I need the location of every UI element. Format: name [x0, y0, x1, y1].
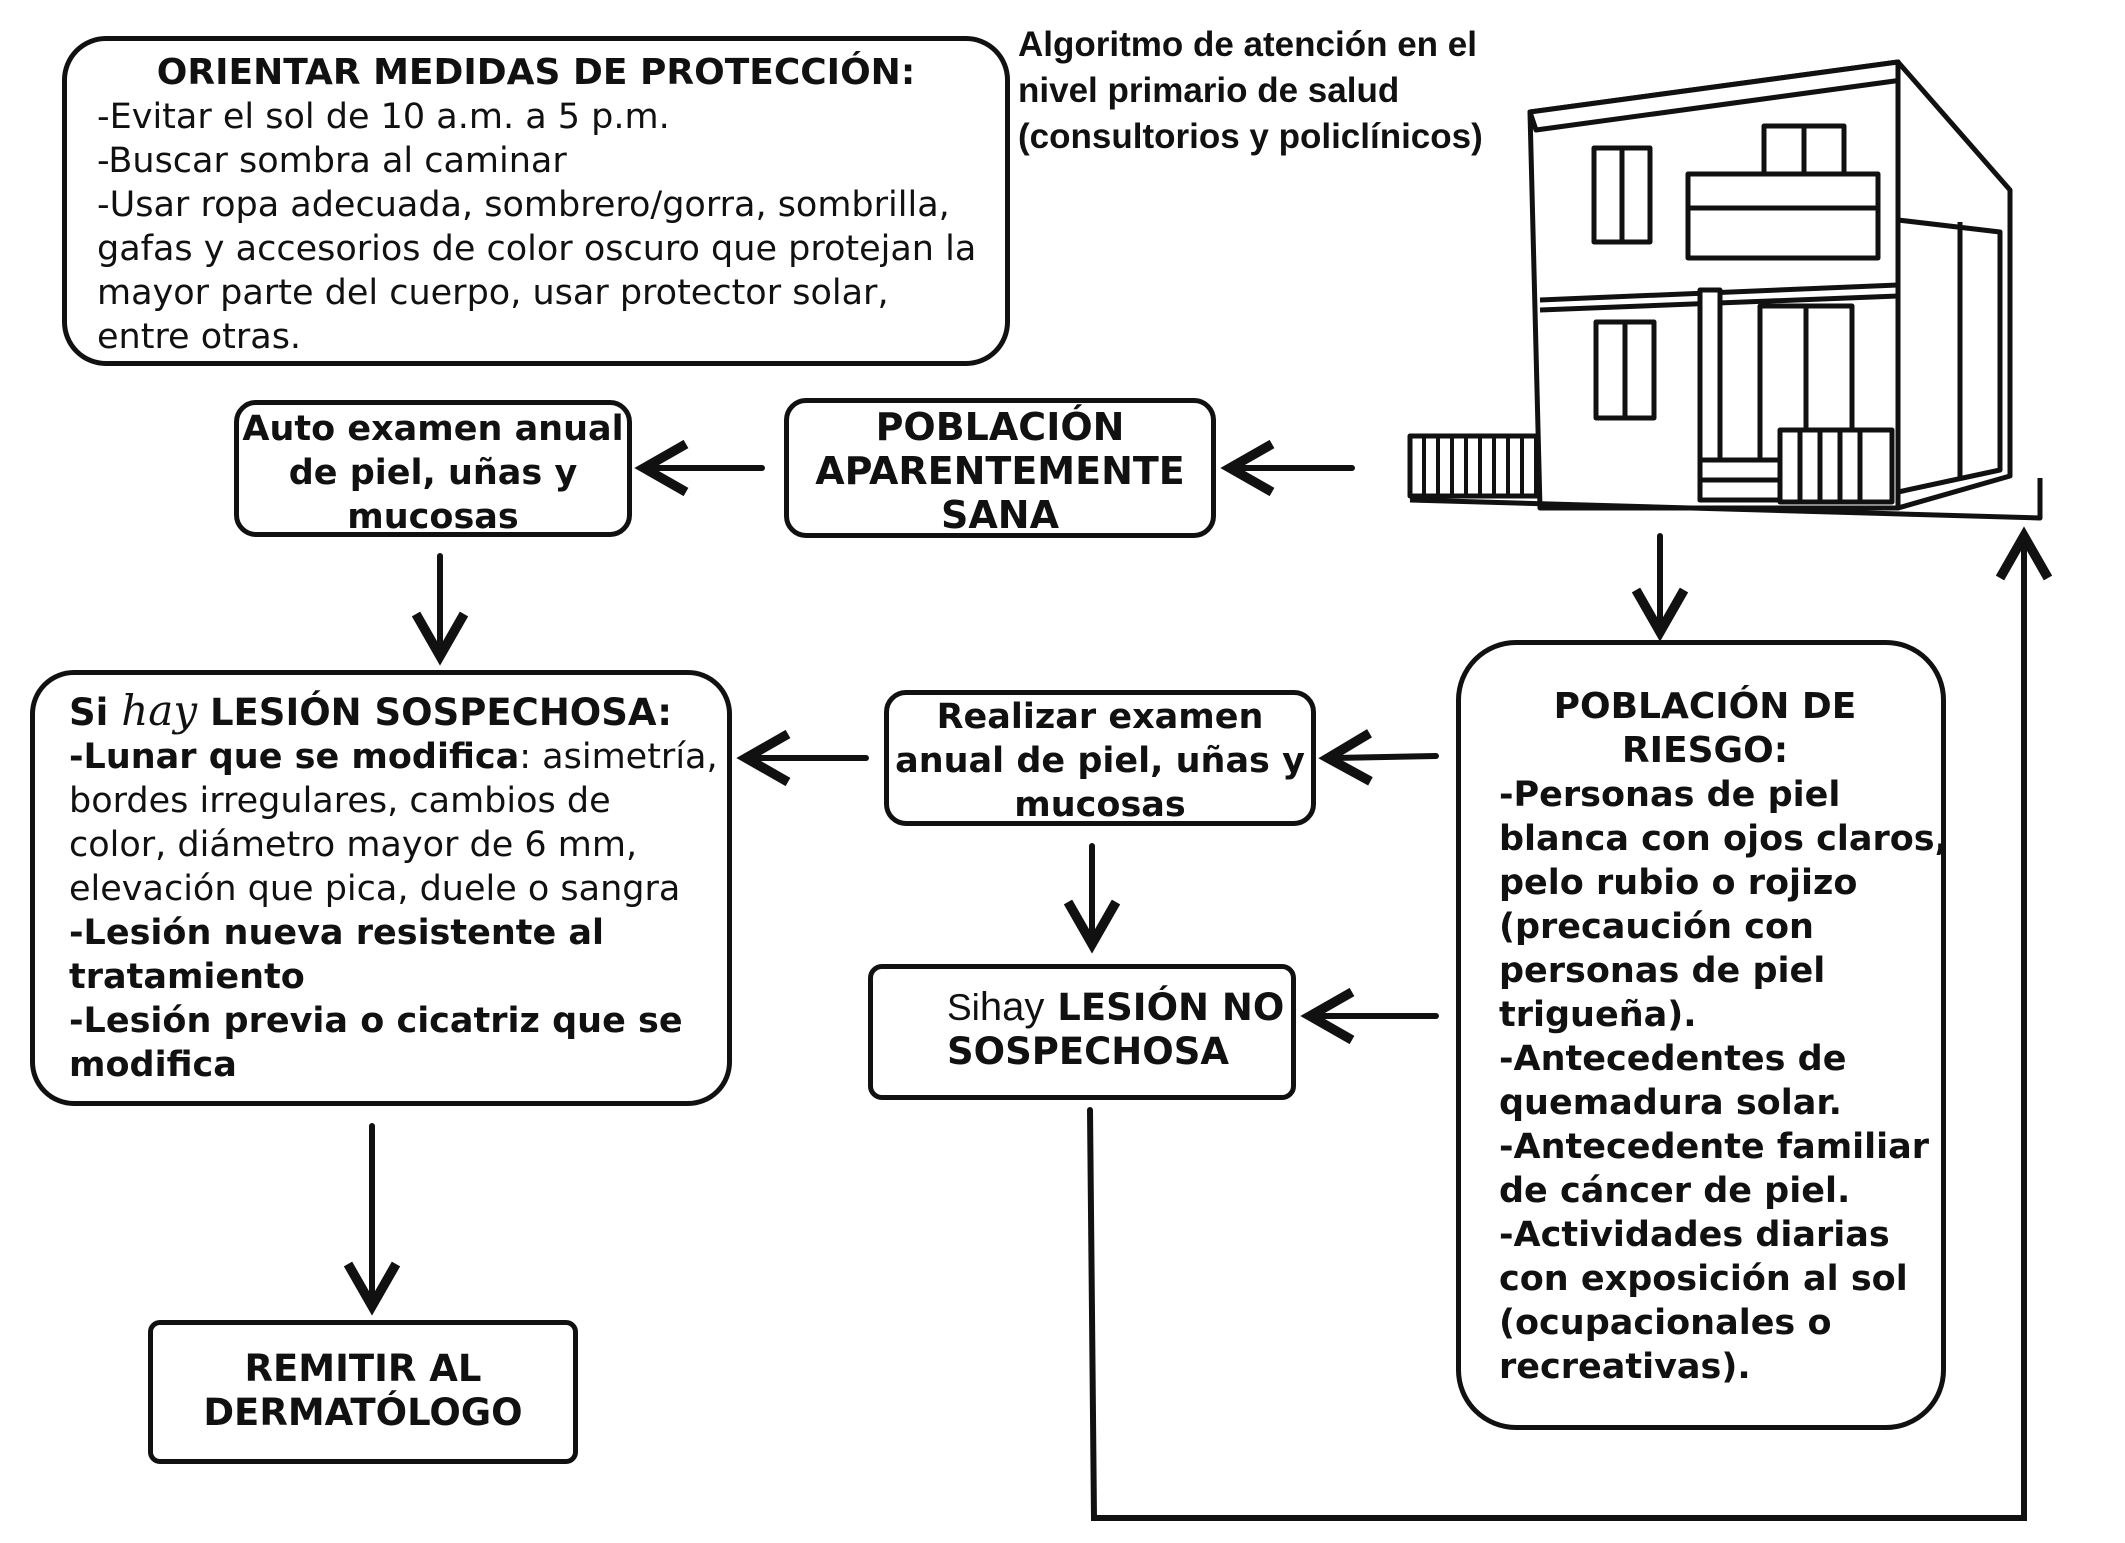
- sospechosa-item-1-rest: : asimetría,: [519, 737, 718, 777]
- riesgo-heading-2: RIESGO:: [1621, 730, 1789, 771]
- sana-line-1: POBLACIÓN: [875, 405, 1125, 449]
- sospechosa-bold-3: -Lesión previa o cicatriz que se: [69, 1001, 683, 1041]
- realizar-line-1: Realizar examen: [936, 697, 1264, 737]
- riesgo-line-11: -Actividades diarias: [1499, 1215, 1890, 1255]
- riesgo-line-5: personas de piel: [1499, 951, 1826, 991]
- remitir-line-2: DERMATÓLOGO: [203, 1391, 523, 1434]
- poblacion-sana-box: POBLACIÓN APARENTEMENTE SANA: [784, 398, 1216, 538]
- autoexamen-line-3: mucosas: [347, 497, 519, 537]
- autoexamen-line-2: de piel, uñas y: [288, 453, 578, 493]
- riesgo-line-3: pelo rubio o rojizo: [1499, 863, 1858, 903]
- protection-line-3: -Usar ropa adecuada, sombrero/gorra, som…: [97, 185, 950, 225]
- lesion-sospechosa-box: Si hay LESIÓN SOSPECHOSA: -Lunar que se …: [30, 670, 732, 1106]
- protection-line-5: mayor parte del cuerpo, usar protector s…: [97, 273, 889, 313]
- riesgo-line-12: con exposición al sol: [1499, 1259, 1908, 1299]
- protection-line-1: -Evitar el sol de 10 a.m. a 5 p.m.: [97, 97, 670, 137]
- sospechosa-prefix: Si: [69, 691, 109, 734]
- protection-heading: ORIENTAR MEDIDAS DE PROTECCIÓN:: [156, 52, 916, 93]
- autoexamen-line-1: Auto examen anual: [242, 409, 624, 449]
- riesgo-line-14: recreativas).: [1499, 1347, 1751, 1387]
- remitir-line-1: REMITIR AL: [244, 1347, 482, 1390]
- protection-line-6: entre otras.: [97, 317, 302, 357]
- riesgo-line-10: de cáncer de piel.: [1499, 1171, 1851, 1211]
- sospechosa-bold-1: -Lesión nueva resistente al: [69, 913, 605, 953]
- sospechosa-hay: hay: [121, 686, 198, 735]
- realizar-examen-box: Realizar examen anual de piel, uñas y mu…: [884, 690, 1316, 826]
- title-line-1: Algoritmo de atención en el: [1018, 25, 1477, 64]
- sospechosa-heading: Si hay LESIÓN SOSPECHOSA:: [69, 689, 693, 735]
- sospechosa-item-1-bold: -Lunar que se modifica: [69, 737, 520, 777]
- riesgo-heading-1: POBLACIÓN DE: [1553, 686, 1857, 727]
- sospechosa-bold-4: modifica: [69, 1045, 237, 1085]
- sospechosa-line-3: elevación que pica, duele o sangra: [69, 869, 681, 909]
- title-line-3: (consultorios y policlínicos): [1018, 117, 1483, 156]
- realizar-line-2: anual de piel, uñas y: [895, 741, 1305, 781]
- sospechosa-heading-text: LESIÓN SOSPECHOSA:: [209, 691, 673, 734]
- sana-line-2: APARENTEMENTE: [815, 449, 1185, 493]
- riesgo-line-8: quemadura solar.: [1499, 1083, 1842, 1123]
- diagram-title: Algoritmo de atención en el nivel primar…: [1018, 22, 1518, 160]
- remitir-box: REMITIR AL DERMATÓLOGO: [148, 1320, 578, 1464]
- no-sospechosa-hay: hay: [979, 985, 1045, 1029]
- arrow-no-sospechosa-loop-to-house: [1087, 526, 2053, 1521]
- no-sospechosa-prefix: Si: [947, 987, 980, 1028]
- riesgo-line-9: -Antecedente familiar: [1499, 1127, 1930, 1167]
- sospechosa-item-1: -Lunar que se modifica: asimetría,: [69, 735, 718, 779]
- no-sospechosa-heading: LESIÓN NO: [1057, 986, 1285, 1029]
- no-sospechosa-line-1: Sihay LESIÓN NO: [947, 985, 1291, 1030]
- riesgo-line-6: trigueña).: [1499, 995, 1697, 1035]
- riesgo-line-2: blanca con ojos claros,: [1499, 819, 1948, 859]
- protection-line-2: -Buscar sombra al caminar: [97, 141, 567, 181]
- sospechosa-bold-2: tratamiento: [69, 957, 305, 997]
- autoexamen-box: Auto examen anual de piel, uñas y mucosa…: [234, 400, 632, 537]
- riesgo-line-13: (ocupacionales o: [1499, 1303, 1832, 1343]
- riesgo-line-4: (precaución con: [1499, 907, 1814, 947]
- riesgo-line-7: -Antecedentes de: [1499, 1039, 1847, 1079]
- realizar-line-3: mucosas: [1014, 785, 1186, 825]
- poblacion-riesgo-box: POBLACIÓN DE RIESGO: -Personas de piel b…: [1456, 640, 1948, 1430]
- riesgo-line-1: -Personas de piel: [1499, 775, 1841, 815]
- sana-line-3: SANA: [941, 493, 1059, 537]
- sospechosa-line-2: color, diámetro mayor de 6 mm,: [69, 825, 638, 865]
- no-sospechosa-line-2: SOSPECHOSA: [947, 1030, 1229, 1073]
- title-line-2: nivel primario de salud: [1018, 71, 1400, 110]
- sospechosa-line-1: bordes irregulares, cambios de: [69, 781, 611, 821]
- arrow-riesgo-to-realizar: [1318, 729, 1439, 786]
- protection-line-4: gafas y accesorios de color oscuro que p…: [97, 229, 977, 269]
- house-icon: [1407, 59, 2043, 521]
- lesion-no-sospechosa-box: Sihay LESIÓN NO SOSPECHOSA: [868, 964, 1296, 1100]
- protection-measures-box: ORIENTAR MEDIDAS DE PROTECCIÓN: -Evitar …: [62, 36, 1010, 366]
